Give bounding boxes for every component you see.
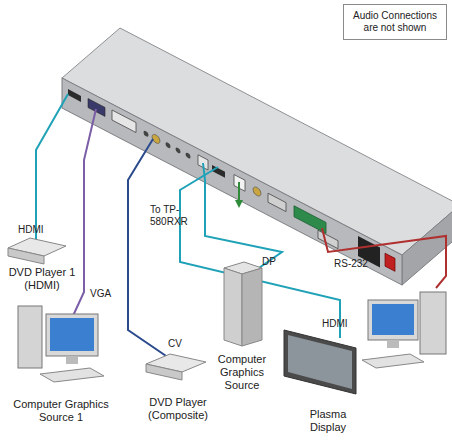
cable-label: HDMI — [18, 224, 58, 236]
power-switch — [385, 253, 395, 271]
computer-tower — [224, 268, 242, 346]
device-name: Computer Graphics Source 1 — [9, 398, 113, 424]
device-box: Computer Graphics Source 1 — [6, 296, 116, 424]
dvd-player-front — [146, 364, 182, 380]
note-text: Audio Connections are not shown — [347, 10, 443, 34]
dp-cable — [203, 163, 282, 270]
unit-top-face — [62, 28, 452, 255]
plasma-screen — [288, 335, 352, 389]
output-arrow — [238, 182, 240, 204]
serial-port — [268, 193, 286, 211]
monitor-stand — [387, 340, 399, 348]
panel-button — [176, 147, 181, 155]
bnc-port — [152, 133, 160, 145]
hdmi-cable — [36, 94, 68, 240]
device-name: Plasma Display — [300, 408, 356, 434]
device-name: DVD Player (Composite) — [142, 396, 214, 422]
vga-cable — [72, 109, 96, 318]
device-box: DVD Player 1 (HDMI) — [2, 228, 82, 292]
panel-button — [186, 152, 191, 160]
plasma-display — [284, 330, 356, 394]
monitor — [46, 314, 98, 356]
monitor — [368, 300, 418, 340]
cable-label: CV — [168, 338, 198, 350]
serial-port — [318, 230, 338, 248]
device-box: Computer Graphics Source — [206, 258, 278, 392]
monitor-stand — [66, 356, 78, 364]
hdmi-port — [212, 165, 225, 178]
dvd-player-front — [8, 248, 44, 264]
cable-label: VGA — [90, 288, 130, 300]
monitor-screen — [50, 318, 94, 351]
device-box: Plasma Display — [280, 326, 376, 434]
computer-tower — [420, 292, 446, 354]
dvi-port — [112, 110, 136, 132]
device-name: DVD Player 1 (HDMI) — [6, 266, 78, 292]
device-name: Computer Graphics Source — [209, 353, 275, 392]
keyboard — [362, 354, 424, 368]
computer-tower-side — [242, 268, 262, 346]
device-box: DVD Player (Composite) — [136, 350, 220, 422]
rs232-cable — [322, 228, 446, 288]
note-box: Audio Connections are not shown — [343, 4, 447, 40]
cable-label: DP — [262, 256, 292, 268]
hdmi-port — [68, 89, 81, 102]
unit-rear-panel — [62, 78, 402, 285]
cable-label: To TP-580RXR — [150, 204, 214, 228]
computer-tower — [18, 306, 42, 368]
cable-label: RS-232 — [334, 258, 384, 270]
unit-side-face — [402, 205, 452, 285]
rear-panel-face — [62, 78, 402, 285]
panel-button — [144, 130, 149, 138]
vga-port — [88, 99, 105, 117]
cable-label: HDMI — [322, 318, 362, 330]
terminal-block — [294, 206, 326, 234]
composite-cable — [128, 139, 172, 360]
panel-button — [166, 141, 171, 149]
keyboard — [40, 368, 104, 382]
monitor-screen — [372, 304, 414, 335]
bnc-port — [253, 185, 261, 197]
